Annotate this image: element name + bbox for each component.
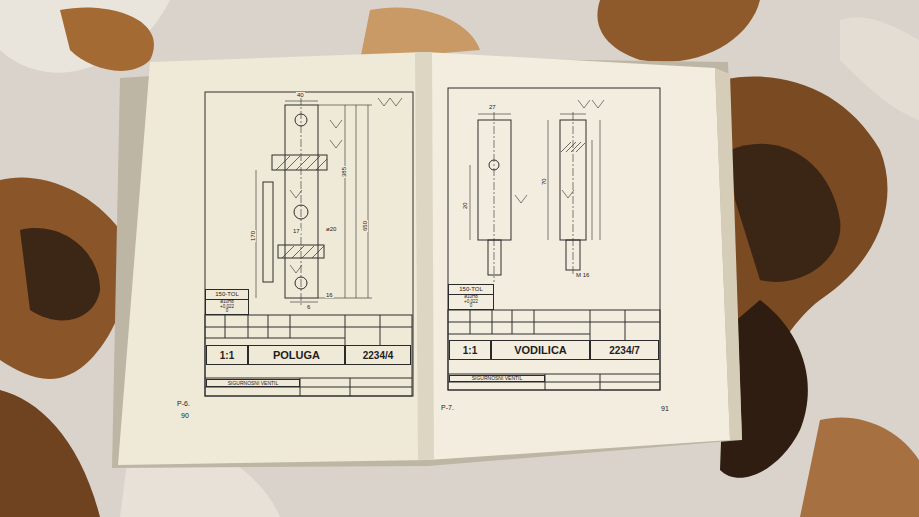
dimension-label: 17: [292, 228, 301, 234]
title-block-cell: VODILICA: [491, 340, 590, 360]
title-block-cell: POLUGA: [248, 345, 345, 365]
title-block-cell: ø10H8+0,0220: [205, 299, 249, 315]
dimension-label: M 16: [575, 272, 590, 278]
page-number: 90: [180, 412, 190, 419]
title-block-cell: 150-TOL: [205, 289, 249, 300]
cell-text: 150-TOL: [215, 291, 239, 298]
cell-text: 0: [470, 304, 473, 309]
cell-text: 0: [226, 309, 229, 314]
title-block-cell: 1:1: [449, 340, 491, 360]
cell-text: VODILICA: [514, 344, 567, 356]
title-block-cell: SIGURNOSNI VENTIL: [206, 379, 300, 387]
dimension-label: 6: [306, 304, 311, 310]
dimension-label: ø20: [325, 226, 337, 232]
title-block-cell: 1:1: [206, 345, 248, 365]
page-number: P-7.: [440, 404, 455, 411]
cell-text: SIGURNOSNI VENTIL: [228, 381, 279, 386]
dimension-label: 650: [362, 220, 368, 232]
dimension-label: 27: [488, 104, 497, 110]
title-block-cell: 2234/4: [345, 345, 411, 365]
dimension-label: 385: [341, 166, 347, 178]
dimension-label: 70: [541, 177, 547, 186]
dimension-label: 16: [325, 292, 334, 298]
cell-text: POLUGA: [273, 349, 320, 361]
cell-text: SIGURNOSNI VENTIL: [472, 376, 523, 381]
cell-text: 150-TOL: [459, 286, 483, 293]
cell-text: 1:1: [463, 345, 477, 356]
page-number: P-6.: [176, 400, 191, 407]
title-block-cell: 2234/7: [590, 340, 659, 360]
cell-text: 2234/4: [363, 350, 394, 361]
title-block-cell: ø10H8+0,0220: [448, 294, 494, 310]
dimension-label: 40: [296, 92, 305, 98]
cell-text: 1:1: [220, 350, 234, 361]
cell-text: 2234/7: [609, 345, 640, 356]
dimension-label: 170: [250, 230, 256, 242]
page-number: 91: [660, 405, 670, 412]
title-block-cell: SIGURNOSNI VENTIL: [449, 375, 545, 382]
dimension-label: 20: [462, 201, 468, 210]
title-block-cell: 150-TOL: [448, 284, 494, 295]
